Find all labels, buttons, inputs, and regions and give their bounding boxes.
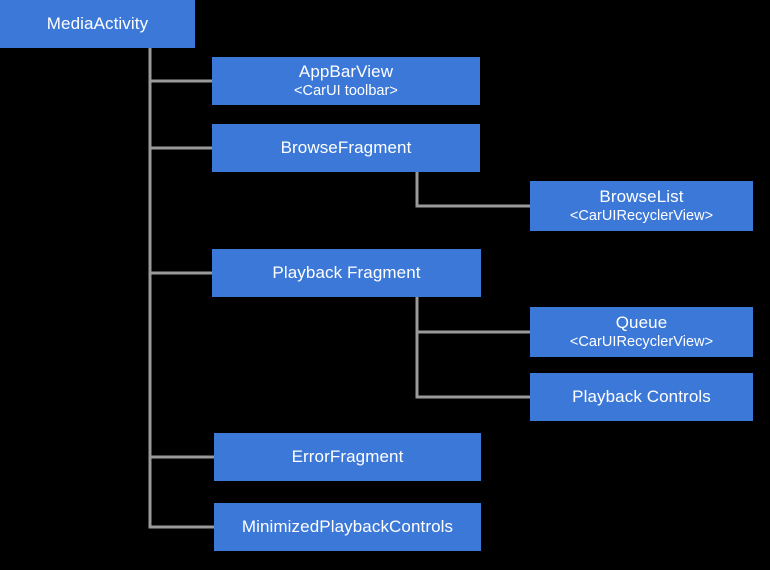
edge-browse-to-list — [415, 172, 530, 208]
node-title: BrowseFragment — [280, 137, 412, 157]
node-subtitle: <CarUIRecyclerView> — [569, 333, 714, 350]
node-title: Queue — [615, 312, 668, 332]
node-error-fragment[interactable]: ErrorFragment — [214, 433, 481, 481]
edge-media-to-appbar — [148, 48, 212, 83]
node-title: Playback Controls — [572, 386, 711, 406]
node-browse-fragment[interactable]: BrowseFragment — [212, 124, 480, 172]
node-playback-controls[interactable]: Playback Controls — [530, 373, 753, 421]
edge-playback-to-queue — [415, 297, 530, 334]
edge-media-to-minimized — [148, 48, 214, 529]
edge-media-to-error — [148, 48, 214, 459]
node-playback-fragment[interactable]: Playback Fragment — [212, 249, 481, 297]
node-title: MinimizedPlaybackControls — [241, 516, 454, 536]
edge-media-to-playback — [148, 48, 212, 275]
node-title: AppBarView — [298, 61, 394, 81]
node-title: ErrorFragment — [291, 446, 404, 466]
node-title: BrowseList — [599, 186, 684, 206]
node-subtitle: <CarUIRecyclerView> — [569, 207, 714, 224]
node-title: Playback Fragment — [272, 262, 421, 282]
node-minimized-playback-controls[interactable]: MinimizedPlaybackControls — [214, 503, 481, 551]
node-title: MediaActivity — [46, 13, 149, 33]
node-browse-list[interactable]: BrowseList<CarUIRecyclerView> — [530, 181, 753, 231]
edge-playback-to-controls — [415, 297, 530, 399]
node-app-bar-view[interactable]: AppBarView<CarUI toolbar> — [212, 57, 480, 105]
node-subtitle: <CarUI toolbar> — [294, 82, 398, 99]
node-queue[interactable]: Queue<CarUIRecyclerView> — [530, 307, 753, 357]
node-media-activity[interactable]: MediaActivity — [0, 0, 195, 48]
edge-media-to-browse — [148, 48, 212, 150]
